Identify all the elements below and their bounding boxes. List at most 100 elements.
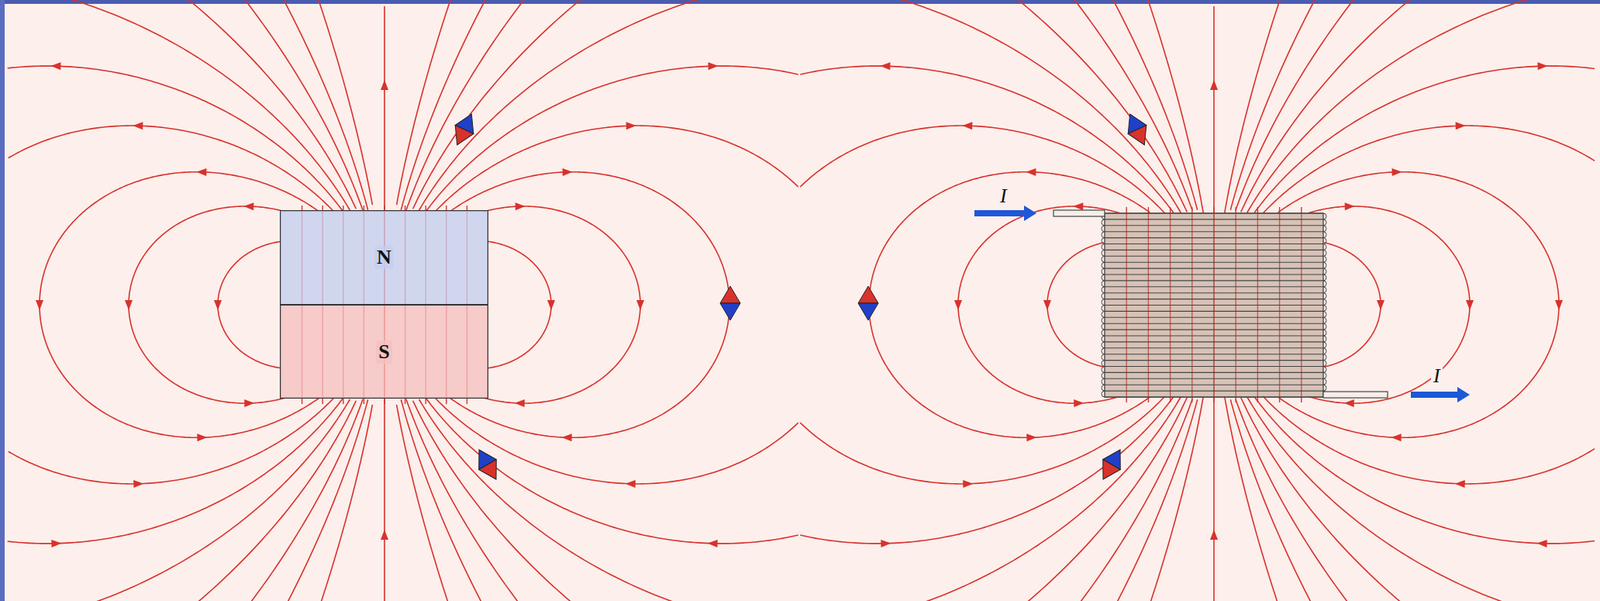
- coil-edge: [1323, 360, 1327, 367]
- coil-winding: [1104, 218, 1324, 220]
- field-arrow: [213, 300, 222, 311]
- coil-edge: [1323, 366, 1327, 373]
- coil-winding: [1104, 390, 1324, 392]
- field-arrow: [1344, 399, 1355, 407]
- solenoid-body: [1104, 213, 1324, 397]
- coil-edge: [1323, 299, 1327, 306]
- coil-edge: [1101, 305, 1105, 312]
- current-arrow: [974, 205, 1037, 221]
- field-arrow: [626, 121, 637, 130]
- field-arrow: [1390, 433, 1401, 442]
- compass-needle: [448, 110, 481, 150]
- field-arrow: [1025, 168, 1036, 176]
- coil-edge: [1323, 310, 1327, 318]
- field-lines: [7, 0, 1595, 601]
- coil-edge: [1101, 335, 1105, 342]
- coil-winding: [1104, 286, 1324, 287]
- coil-winding: [1104, 334, 1324, 336]
- field-line: [958, 206, 1120, 404]
- needle-half: [479, 459, 506, 485]
- coil-winding: [1104, 359, 1324, 361]
- coil-winding: [1104, 273, 1324, 275]
- needle-half: [1094, 459, 1121, 485]
- coil-edge: [1323, 317, 1327, 324]
- coil-winding: [1104, 304, 1324, 306]
- field-line: [128, 206, 286, 404]
- coil-edge: [1101, 390, 1105, 397]
- coil-edge: [1101, 231, 1105, 238]
- coil-edge: [1323, 213, 1327, 220]
- coil-winding: [1104, 341, 1324, 342]
- coil-edge: [1323, 384, 1327, 391]
- coil-lead: [1323, 391, 1388, 398]
- coil-edge: [1323, 231, 1327, 238]
- coil-winding: [1104, 298, 1324, 300]
- coil-winding: [1104, 323, 1324, 325]
- bodies: [280, 210, 1388, 398]
- field-arrow: [962, 479, 973, 488]
- coil-edge: [1101, 378, 1105, 385]
- field-arrow: [1376, 300, 1385, 311]
- field-arrow: [562, 168, 573, 176]
- field-line: [434, 125, 799, 484]
- coil-winding: [1104, 317, 1324, 318]
- field-arrow: [515, 202, 526, 211]
- field-line: [483, 206, 641, 404]
- coil-winding: [1104, 310, 1324, 312]
- coil-winding: [1104, 279, 1324, 281]
- needle-half: [720, 303, 741, 321]
- coil-winding: [1104, 353, 1324, 355]
- coil-edge: [1101, 255, 1105, 263]
- coil-winding: [1104, 372, 1324, 373]
- field-arrow: [879, 62, 890, 70]
- frame-top: [0, 0, 1600, 4]
- field-arrow: [243, 202, 254, 211]
- field-arrow: [1344, 202, 1356, 211]
- coil-edge: [1101, 323, 1105, 330]
- coil-edge: [1101, 249, 1105, 256]
- coil-edge: [1101, 225, 1105, 232]
- compass-needle: [470, 444, 506, 484]
- pole-letter: S: [375, 340, 392, 364]
- compass-needle: [1120, 110, 1154, 150]
- field-arrow: [196, 168, 207, 176]
- coil-winding: [1104, 384, 1324, 386]
- field-arrow: [1072, 202, 1083, 211]
- coil-edge: [1323, 354, 1327, 361]
- field-arrow: [380, 529, 389, 540]
- field-arrow: [625, 479, 636, 488]
- field-arrow: [1465, 300, 1474, 311]
- coil-winding: [1104, 347, 1324, 349]
- field-line: [1047, 242, 1104, 367]
- frame-left: [0, 0, 5, 601]
- needle-half: [1127, 125, 1154, 150]
- coil-edge: [1323, 286, 1327, 294]
- needle-half: [858, 286, 879, 304]
- field-arrow: [1537, 62, 1548, 70]
- coil-edge: [1323, 262, 1327, 269]
- field-arrow: [1073, 399, 1084, 407]
- coil-edge: [1101, 274, 1105, 281]
- coil-edge: [1101, 219, 1105, 226]
- coil-edge: [1101, 310, 1105, 318]
- field-arrow: [50, 62, 61, 70]
- coil-winding: [1104, 292, 1324, 294]
- field-arrow: [707, 62, 718, 70]
- coil-edge: [1101, 244, 1105, 251]
- coil-edge: [1323, 255, 1327, 263]
- coil-edge: [1323, 348, 1327, 355]
- field-arrow: [1455, 121, 1466, 130]
- coil-edge: [1323, 323, 1327, 330]
- field-arrow: [1210, 529, 1218, 540]
- coil-winding: [1104, 231, 1324, 232]
- field-arrow: [380, 79, 389, 90]
- north-pole: N: [280, 210, 488, 304]
- field-line: [1324, 242, 1381, 367]
- needle-half: [448, 125, 474, 150]
- field-arrow: [547, 300, 556, 311]
- coil-edge: [1323, 280, 1327, 287]
- compass-needle: [1094, 444, 1130, 484]
- coil-winding: [1104, 365, 1324, 367]
